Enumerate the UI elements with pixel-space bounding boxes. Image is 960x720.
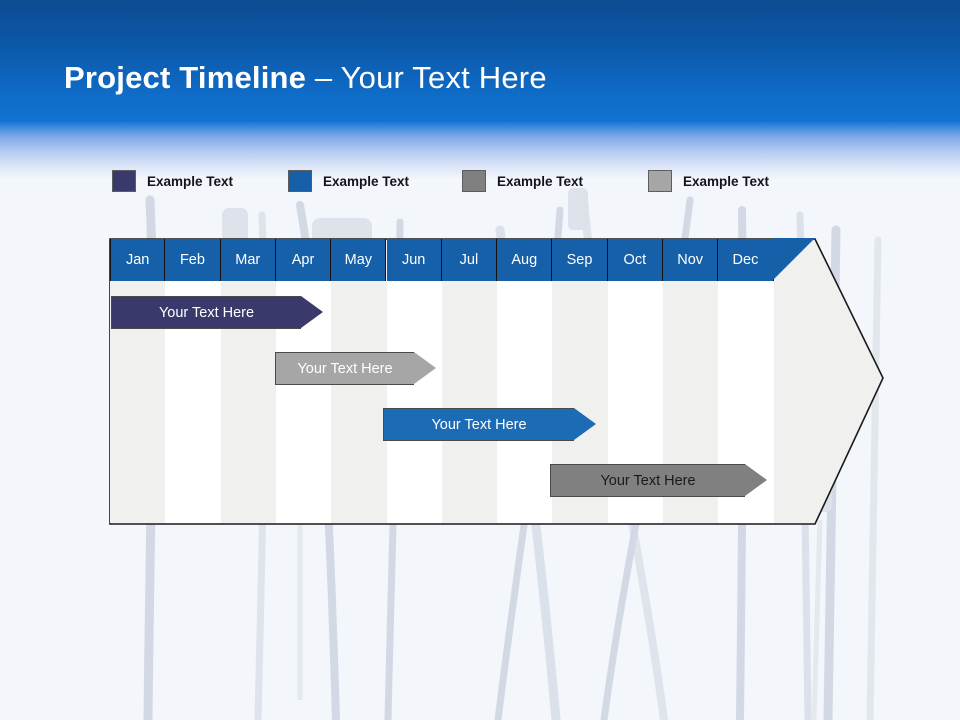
month-header-dec[interactable]: Dec <box>718 239 774 281</box>
month-header-may[interactable]: May <box>331 239 387 281</box>
month-header-apr[interactable]: Apr <box>275 239 332 281</box>
legend-label-2: Example Text <box>323 173 410 189</box>
page-title-light: – Your Text Here <box>314 60 547 95</box>
timeline-column-jul: Jul <box>441 239 498 523</box>
page-title: Project Timeline – Your Text Here <box>64 58 547 98</box>
task-bar-body-4: Your Text Here <box>550 464 745 497</box>
legend-swatch-light-gray <box>648 170 672 192</box>
title-banner <box>0 0 960 122</box>
title-banner-fade <box>0 122 960 178</box>
task-bar-label-4: Your Text Here <box>600 472 696 489</box>
task-bar-arrowhead-3 <box>574 408 596 440</box>
task-bar-body-3: Your Text Here <box>383 408 574 441</box>
timeline-column-mar: Mar <box>220 239 276 523</box>
task-bar-body-2: Your Text Here <box>275 352 414 385</box>
legend-swatch-navy <box>112 170 136 192</box>
timeline-column-feb: Feb <box>165 239 221 523</box>
month-header-oct[interactable]: Oct <box>607 239 663 281</box>
legend-item-4[interactable]: Example Text <box>648 168 769 194</box>
task-bar-label-2: Your Text Here <box>297 360 393 377</box>
month-header-jul[interactable]: Jul <box>441 239 498 281</box>
legend-item-2[interactable]: Example Text <box>288 168 409 194</box>
timeline-column-jan: Jan <box>110 239 166 523</box>
legend-item-1[interactable]: Example Text <box>112 168 233 194</box>
task-bar-label-3: Your Text Here <box>431 416 527 433</box>
task-bar-arrowhead-4 <box>745 464 767 496</box>
legend-swatch-dark-gray <box>462 170 486 192</box>
month-header-mar[interactable]: Mar <box>220 239 276 281</box>
legend: Example Text Example Text Example Text E… <box>0 168 960 196</box>
month-header-jun[interactable]: Jun <box>386 239 442 281</box>
month-header-nov[interactable]: Nov <box>663 239 719 281</box>
task-bar-arrowhead-1 <box>301 296 323 328</box>
legend-label-1: Example Text <box>147 173 234 189</box>
month-header-feb[interactable]: Feb <box>165 239 221 281</box>
legend-label-3: Example Text <box>497 173 584 189</box>
page-title-bold: Project Timeline <box>64 60 315 95</box>
month-header-sep[interactable]: Sep <box>552 239 608 281</box>
task-bar-arrowhead-2 <box>414 352 436 384</box>
task-bar-body-1: Your Text Here <box>111 296 301 329</box>
month-header-jan[interactable]: Jan <box>110 239 166 281</box>
task-bar-label-1: Your Text Here <box>158 304 255 321</box>
legend-item-3[interactable]: Example Text <box>462 168 583 194</box>
header-tail-triangle <box>773 238 815 280</box>
legend-swatch-blue <box>288 170 312 192</box>
legend-label-4: Example Text <box>683 173 770 189</box>
timeline-column-aug: Aug <box>497 239 553 523</box>
month-header-aug[interactable]: Aug <box>497 239 553 281</box>
